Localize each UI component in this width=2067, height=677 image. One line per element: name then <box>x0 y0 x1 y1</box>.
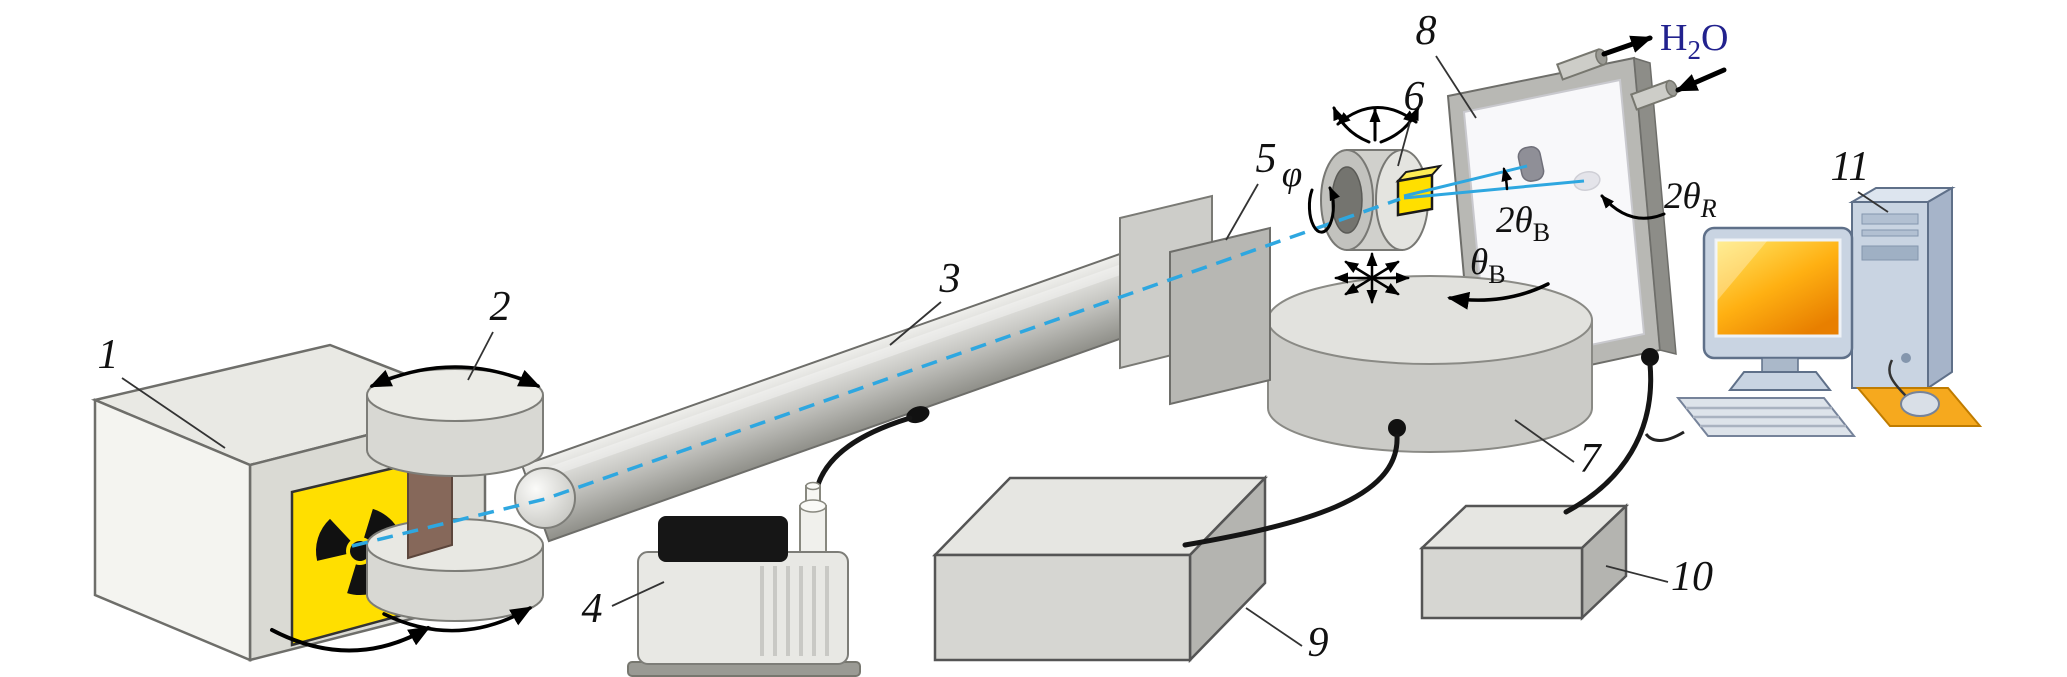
goniometer-stage <box>1267 275 1593 453</box>
phi-rotation-arrow <box>1307 186 1340 234</box>
theta-rotation-arrow <box>1447 282 1550 310</box>
callout-label-8: 8 <box>1416 8 1437 54</box>
pump-body <box>637 551 849 665</box>
phi-label: φ <box>1282 154 1302 195</box>
electronics-unit <box>932 474 1268 664</box>
tower-side <box>1927 186 1953 390</box>
tower-vent <box>1861 245 1919 261</box>
callout-leader-6 <box>1397 121 1411 167</box>
callout-label-3: 3 <box>939 256 961 302</box>
pump-intake-stub <box>799 505 827 557</box>
slit-plate-front <box>1169 226 1271 406</box>
callout-label-11: 11 <box>1831 144 1870 190</box>
water-label: H2O <box>1660 17 1728 65</box>
stage-top <box>1267 275 1593 365</box>
two-theta-r-arrow <box>1600 194 1666 220</box>
callout-label-5: 5 <box>1256 136 1277 182</box>
callouts: 1 2 3 4 5 6 7 8 9 10 11 <box>98 8 1889 666</box>
screen-glare <box>1716 240 1768 302</box>
callout-leader-1 <box>121 377 226 449</box>
collimator-assembly <box>366 365 576 633</box>
electronics-front <box>933 553 1192 662</box>
callout-leader-9 <box>1245 607 1303 647</box>
callout-leader-2 <box>467 331 494 381</box>
screen-frame-edge <box>1633 56 1677 355</box>
callout-label-4: 4 <box>582 586 603 632</box>
beam-spot-direct <box>1573 171 1601 191</box>
collimator-rotation-arrow-top <box>369 365 541 388</box>
tube-highlight <box>540 245 1180 479</box>
callout-leader-7 <box>1514 419 1575 463</box>
primary-beam-dashed <box>351 197 1401 548</box>
callout-label-1: 1 <box>98 332 119 378</box>
tower-drive-bay <box>1861 213 1919 225</box>
tilt-arrows-icon <box>1332 106 1420 144</box>
pump-vents <box>760 566 829 656</box>
slit-plates <box>1119 194 1271 406</box>
sample-assembly <box>1320 149 1443 251</box>
two-theta-b-label: 2θB <box>1496 200 1550 247</box>
pump-motor-cap <box>658 516 788 562</box>
callout-label-9: 9 <box>1308 620 1329 666</box>
ring-opening <box>1331 166 1363 234</box>
annotations: φ θB 2θB 2θR H2O <box>1282 17 1728 310</box>
pump-cable <box>813 415 913 495</box>
theta-b-label: θB <box>1470 242 1506 289</box>
keyboard-cable <box>1644 430 1685 442</box>
monitor-neck <box>1761 357 1799 373</box>
monitor-base <box>1727 371 1833 391</box>
callout-label-10: 10 <box>1671 554 1713 600</box>
screen-cable-connector <box>1641 348 1659 366</box>
tower-power-button <box>1901 353 1911 363</box>
callout-leader-4 <box>611 581 665 607</box>
water-flow-arrow-out <box>1601 35 1653 57</box>
water-flow-arrow-in <box>1675 67 1727 93</box>
mouse <box>1900 391 1940 417</box>
translation-arrows-icon <box>1334 252 1410 304</box>
pump-intake-stub-top <box>799 499 827 513</box>
monitor-screen <box>1714 238 1842 338</box>
tower-drive-bay-2 <box>1861 229 1919 237</box>
mouse-cable <box>1888 359 1907 397</box>
collimator-lower-top <box>366 518 544 572</box>
computer-workstation <box>1644 186 1983 442</box>
callout-leader-5 <box>1225 183 1259 241</box>
stage-cable-connector <box>1388 419 1406 437</box>
keyboard-keys <box>1686 406 1846 428</box>
callout-label-7: 7 <box>1580 436 1603 482</box>
stage-to-electronics-cable <box>1182 433 1400 548</box>
ball-joint <box>514 467 576 529</box>
two-theta-b-arc <box>1501 167 1513 191</box>
screen-to-interface-cable <box>1563 361 1654 515</box>
two-theta-r-label: 2θR <box>1664 176 1717 223</box>
collimator-rotation-arrow-bottom <box>382 606 533 633</box>
interface-unit <box>1418 503 1630 621</box>
callout-label-6: 6 <box>1404 74 1425 120</box>
vacuum-pump <box>627 415 913 677</box>
source-rotation-arrow <box>270 626 431 653</box>
callout-leader-11 <box>1857 191 1889 213</box>
callout-leader-3 <box>889 301 942 346</box>
callout-leader-10 <box>1605 565 1669 583</box>
sample <box>1396 173 1434 217</box>
pump-intake-cap-top <box>805 481 821 491</box>
transmitted-beam <box>1403 179 1585 200</box>
callout-leader-8 <box>1435 55 1477 119</box>
callout-label-2: 2 <box>490 284 511 330</box>
interface-front <box>1420 546 1584 620</box>
source-front <box>93 398 252 662</box>
